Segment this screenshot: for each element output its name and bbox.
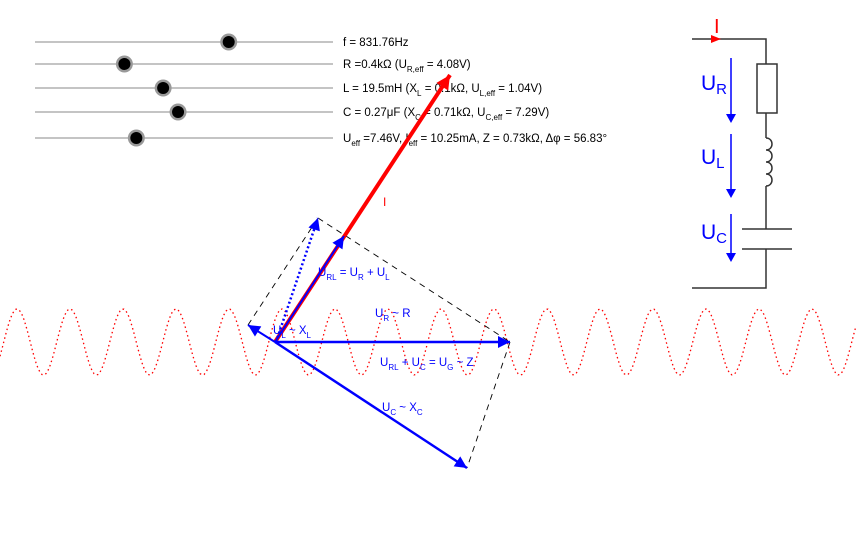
ul-arrow-icon [726,189,736,198]
url-phasor [274,235,345,343]
ur-label: UR ~ R [375,308,411,323]
ul-phasor [247,324,276,343]
slider-capacitance[interactable]: C = 0.27μF (XC = 0.71kΩ, UC,eff = 7.29V) [35,103,549,123]
circuit-uc-label: UC [701,221,727,247]
ul-label: UL ~ XL [273,325,312,340]
slider-knob-center[interactable] [157,82,170,94]
uc-arrow-icon [726,253,736,262]
url-dotted-phasor [274,217,320,343]
slider-label: f = 831.76Hz [343,37,409,49]
circuit-ul-label: UL [701,146,725,172]
circuit-schematic [692,38,792,289]
slider-frequency[interactable]: f = 831.76Hz [35,33,409,51]
circuit-current-arrow-icon [711,35,721,43]
slider-inductance[interactable]: L = 19.5mH (XL = 0.1kΩ, UL,eff = 1.04V) [35,79,542,99]
current-phasor-label: I [383,195,386,209]
slider-knob-center[interactable] [130,132,143,144]
slider-resistance[interactable]: R =0.4kΩ (UR,eff = 4.08V) [35,55,471,75]
construction-lines [247,217,511,469]
uc-label: UC ~ XC [382,402,423,417]
slider-label: C = 0.27μF (XC = 0.71kΩ, UC,eff = 7.29V) [343,107,549,122]
slider-label: Ueff =7.46V, Ieff = 10.25mA, Z = 0.73kΩ,… [343,133,607,148]
slider-label: L = 19.5mH (XL = 0.1kΩ, UL,eff = 1.04V) [343,83,542,98]
slider-knob-center[interactable] [222,36,235,48]
inductor [765,137,773,187]
uc-phasor [274,340,468,470]
slider-summary[interactable]: Ueff =7.46V, Ieff = 10.25mA, Z = 0.73kΩ,… [35,129,607,149]
ug-label: URL + UC = UG ~ Z [380,357,474,372]
ur-arrow-icon [726,114,736,123]
slider-knob-center[interactable] [118,58,131,70]
slider-knob-center[interactable] [172,106,185,118]
circuit-ur-label: UR [701,72,727,98]
slider-label: R =0.4kΩ (UR,eff = 4.08V) [343,59,471,74]
resistor [756,63,778,114]
circuit-current-label: I [714,16,720,38]
url-label: URL = UR + UL [318,267,390,282]
